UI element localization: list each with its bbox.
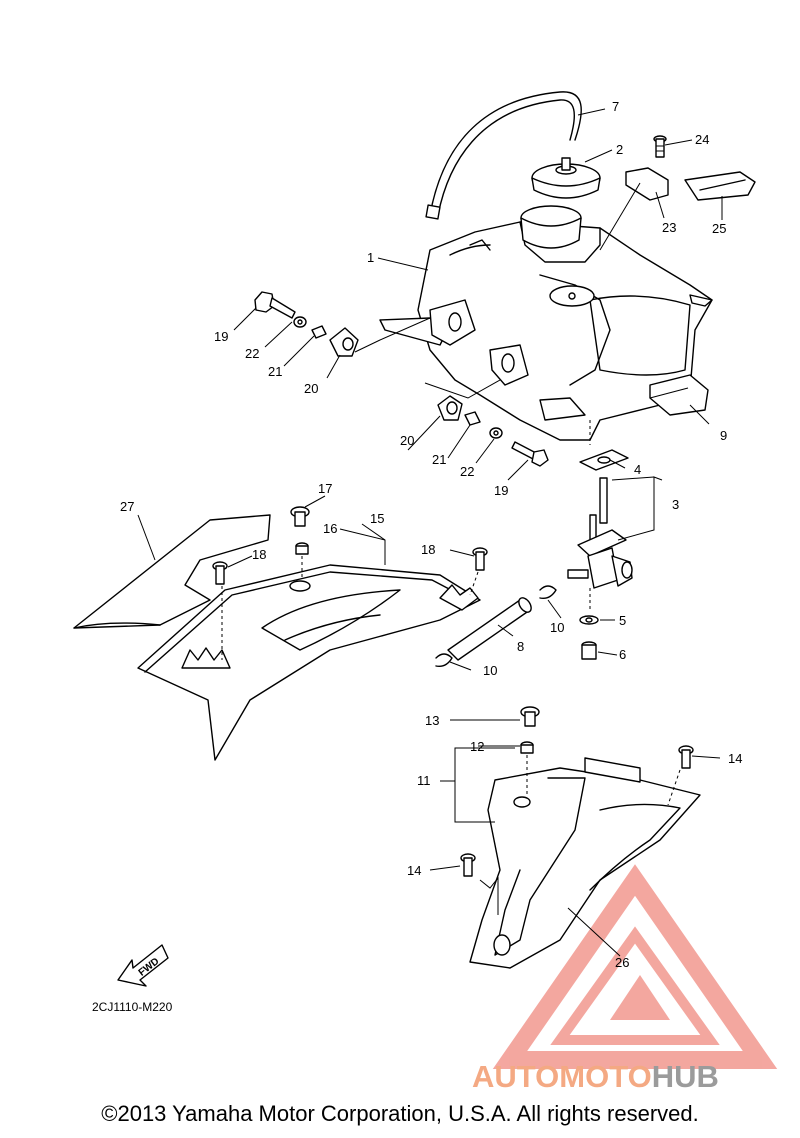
callout-10-upper: 10 (550, 620, 564, 635)
callout-19-right: 19 (494, 483, 508, 498)
callout-2: 2 (616, 142, 623, 157)
callout-14-right: 14 (728, 751, 742, 766)
fuel-cock (567, 449, 633, 660)
callout-4: 4 (634, 462, 641, 477)
fuel-cap (531, 157, 601, 199)
bolt-13 (520, 706, 540, 727)
callout-10-lower: 10 (483, 663, 497, 678)
rivet-18-left (212, 561, 228, 585)
tank-stay (625, 167, 756, 201)
callout-27: 27 (120, 499, 134, 514)
callout-24: 24 (695, 132, 709, 147)
side-cover-11 (469, 757, 701, 969)
callout-23: 23 (662, 220, 676, 235)
graphic-27 (73, 514, 271, 629)
callout-21-left: 21 (268, 364, 282, 379)
callout-16: 16 (323, 521, 337, 536)
callout-15: 15 (370, 511, 384, 526)
diagram-code: 2CJ1110-M220 (92, 1000, 173, 1014)
mount-hardware-left (254, 291, 359, 357)
callout-3: 3 (672, 497, 679, 512)
hose-clip-lower (435, 653, 453, 668)
callout-22-right: 22 (460, 464, 474, 479)
watermark-logo (492, 864, 778, 1069)
callout-21-right: 21 (432, 452, 446, 467)
callout-7: 7 (612, 99, 619, 114)
mount-hardware-right (437, 395, 549, 467)
callout-20-right: 20 (400, 433, 414, 448)
rivet-14-left (460, 853, 476, 877)
callout-9: 9 (720, 428, 727, 443)
callout-12: 12 (470, 739, 484, 754)
callout-14-left: 14 (407, 863, 421, 878)
rivet-18-right (472, 547, 488, 571)
callout-1: 1 (367, 250, 374, 265)
copyright-notice: ©2013 Yamaha Motor Corporation, U.S.A. A… (101, 1101, 699, 1126)
callout-5: 5 (619, 613, 626, 628)
callout-8: 8 (517, 639, 524, 654)
callout-13: 13 (425, 713, 439, 728)
collar-12 (520, 741, 534, 754)
callout-20-left: 20 (304, 381, 318, 396)
tank-cushion (649, 374, 709, 416)
callout-17: 17 (318, 481, 332, 496)
hose-clip-upper (539, 585, 557, 600)
fuel-hose (447, 597, 532, 661)
rivet-14-right (678, 745, 694, 769)
shroud-15 (137, 564, 481, 761)
callout-6: 6 (619, 647, 626, 662)
callout-26: 26 (615, 955, 629, 970)
mount-guide-right (424, 379, 501, 399)
tank-bolt-24 (653, 135, 667, 158)
collar-16 (295, 542, 309, 555)
mount-guide-left (354, 317, 431, 353)
watermark-text: AUTOMOTOHUB (472, 1059, 719, 1094)
callout-11: 11 (417, 773, 431, 788)
fwd-arrow-icon (117, 944, 169, 987)
callout-19-left: 19 (214, 329, 228, 344)
callout-18-right: 18 (421, 542, 435, 557)
callout-18-left: 18 (252, 547, 266, 562)
fuel-breather-hose (425, 91, 582, 220)
callout-25: 25 (712, 221, 726, 236)
callout-labels: 1 2 3 4 5 6 7 8 9 10 10 11 12 13 14 14 1… (120, 99, 742, 970)
leader-lines (137, 108, 723, 957)
bolt-17 (290, 506, 310, 527)
callout-22-left: 22 (245, 346, 259, 361)
